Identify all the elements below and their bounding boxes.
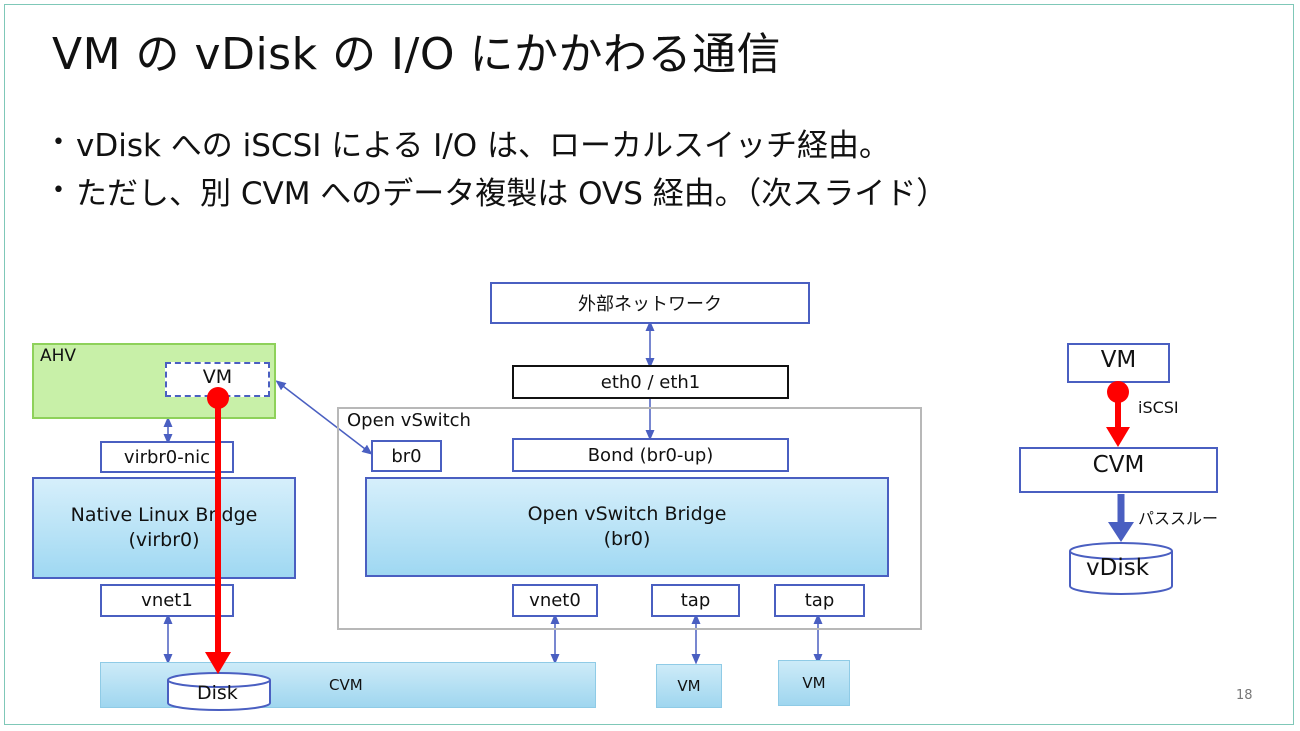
native-linux-bridge-box: Native Linux Bridge (virbr0) <box>32 477 296 579</box>
bullet-dot-icon: • <box>52 129 65 155</box>
bullet-dot-icon: • <box>52 177 65 203</box>
vnet1-box: vnet1 <box>100 584 234 617</box>
ahv-label: AHV <box>40 346 77 366</box>
vm-guest-label: VM <box>202 365 233 388</box>
tap-box-1: tap <box>651 584 740 617</box>
passthrough-label: パススルー <box>1138 509 1219 528</box>
bullet-list: • vDisk への iSCSI による I/O は、ローカルスイッチ経由。 •… <box>52 118 947 214</box>
cvm-block-label: CVM <box>329 676 363 694</box>
page-number: 18 <box>1236 688 1253 703</box>
bullet-text: ただし、別 CVM へのデータ複製は OVS 経由。（次スライド） <box>76 175 948 212</box>
native-bridge-name: Native Linux Bridge <box>70 504 258 527</box>
ovs-bridge-name: Open vSwitch Bridge <box>527 503 727 526</box>
vnet0-label: vnet0 <box>529 590 581 611</box>
vnet1-label: vnet1 <box>141 590 193 611</box>
cvm-block: CVM <box>100 662 596 708</box>
slide-title: VM の vDisk の I/O にかかわる通信 <box>52 29 781 80</box>
side-vm-label: VM <box>1100 347 1137 373</box>
bond-label: Bond (br0-up) <box>587 444 714 466</box>
open-vswitch-bridge-box: Open vSwitch Bridge (br0) <box>365 477 889 577</box>
bullet-text: vDisk への iSCSI による I/O は、ローカルスイッチ経由。 <box>76 127 891 164</box>
side-cvm-label: CVM <box>1092 452 1145 478</box>
native-bridge-id: (virbr0) <box>128 529 200 551</box>
ovs-bridge-id: (br0) <box>603 528 651 550</box>
vm-block-1-label: VM <box>677 677 701 695</box>
vm-block-2-label: VM <box>802 674 826 692</box>
vnet0-box: vnet0 <box>512 584 598 617</box>
bullet-item: • vDisk への iSCSI による I/O は、ローカルスイッチ経由。 <box>52 118 947 166</box>
br0-port-label: br0 <box>391 445 422 467</box>
external-network-box: 外部ネットワーク <box>490 282 810 324</box>
eth-box: eth0 / eth1 <box>512 365 789 399</box>
open-vswitch-group <box>337 407 922 630</box>
side-vm-box: VM <box>1067 343 1170 383</box>
open-vswitch-label: Open vSwitch <box>347 410 471 431</box>
bond-box: Bond (br0-up) <box>512 438 789 472</box>
vm-block-2: VM <box>778 660 850 706</box>
tap-label-2: tap <box>804 590 835 611</box>
br0-port-box: br0 <box>371 440 442 472</box>
vm-block-1: VM <box>656 664 722 708</box>
vm-br0-link <box>275 380 373 455</box>
virbr0-nic-label: virbr0-nic <box>123 446 211 468</box>
tap-label-1: tap <box>680 590 711 611</box>
external-network-label: 外部ネットワーク <box>578 294 722 315</box>
slide-frame <box>4 4 1294 725</box>
iscsi-label: iSCSI <box>1138 398 1179 417</box>
virbr0-nic-box: virbr0-nic <box>100 441 234 473</box>
side-vdisk-label: vDisk <box>1086 555 1150 581</box>
eth-label: eth0 / eth1 <box>600 371 701 393</box>
bullet-item: • ただし、別 CVM へのデータ複製は OVS 経由。（次スライド） <box>52 166 947 214</box>
vm-guest-box: VM <box>165 362 270 397</box>
side-cvm-box: CVM <box>1019 447 1218 493</box>
tap-box-2: tap <box>774 584 865 617</box>
disk-label: Disk <box>197 682 238 704</box>
